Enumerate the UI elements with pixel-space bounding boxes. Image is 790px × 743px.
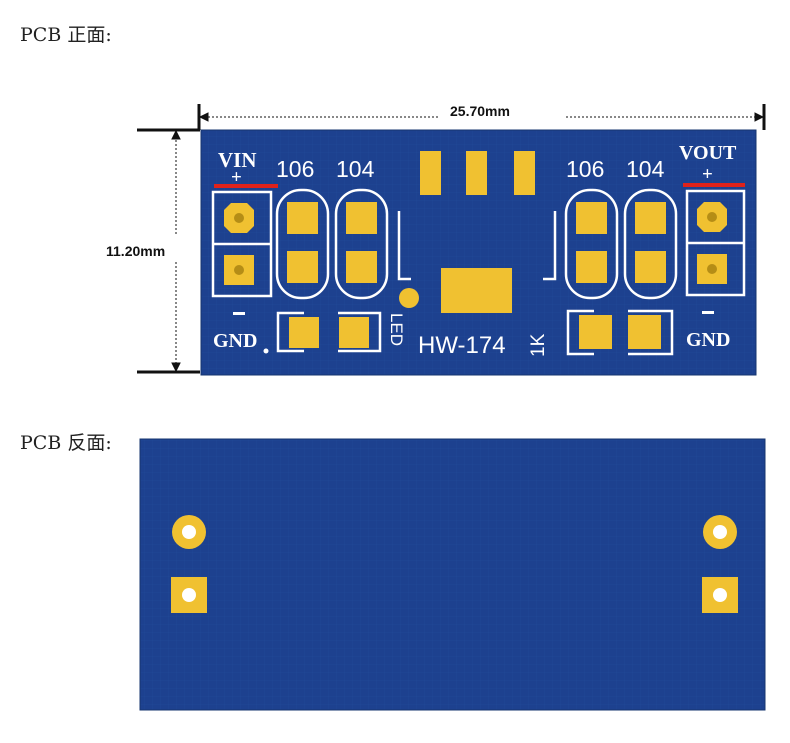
cap-label-104-left: 104 <box>336 156 375 182</box>
vout-marker <box>683 183 745 187</box>
vin-plus-label: + <box>231 167 242 188</box>
cap-pads-right <box>576 202 666 283</box>
resistor-outline <box>566 309 674 356</box>
vout-header-pads <box>697 202 727 284</box>
led-pads <box>289 317 369 348</box>
vout-header <box>685 189 746 297</box>
led-indicator-dot <box>399 288 419 308</box>
cap-outlines-left <box>275 188 411 300</box>
resistor-label: 1K <box>528 333 549 357</box>
led-label: LED <box>387 313 406 346</box>
back-heading: PCB 反面: <box>20 432 112 454</box>
back-left-pads <box>171 515 207 613</box>
cap-pads-left <box>287 202 377 283</box>
led-polarity-dot <box>263 348 269 354</box>
pcb-front: VIN + 106 104 <box>200 129 757 376</box>
vin-header-pads <box>224 203 254 285</box>
vin-header <box>211 190 273 298</box>
regulator-tab-pad <box>441 268 512 313</box>
gnd-right-minus <box>702 311 714 314</box>
vout-plus-label: + <box>702 164 713 185</box>
gnd-right-label: GND <box>686 329 730 351</box>
vout-label: VOUT <box>679 142 737 164</box>
resistor-pads <box>579 315 661 349</box>
dimension-lines <box>137 104 766 374</box>
cap-label-106-left: 106 <box>276 156 314 182</box>
vin-label: VIN <box>218 148 257 172</box>
regulator-top-pads <box>420 151 535 195</box>
front-heading: PCB 正面: <box>20 24 112 46</box>
back-right-pads <box>702 515 738 613</box>
model-label: HW-174 <box>418 332 506 359</box>
gnd-left-label: GND <box>213 330 257 352</box>
cap-label-104-right: 104 <box>626 156 665 182</box>
gnd-left-minus <box>233 312 245 315</box>
vin-marker <box>214 184 278 188</box>
height-dimension-label: 11.20mm <box>106 243 166 259</box>
cap-label-106-right: 106 <box>566 156 604 182</box>
width-dimension-label: 25.70mm <box>450 103 510 119</box>
led-outline <box>276 311 382 353</box>
pcb-back <box>139 438 766 711</box>
cap-outlines-right <box>543 188 678 300</box>
